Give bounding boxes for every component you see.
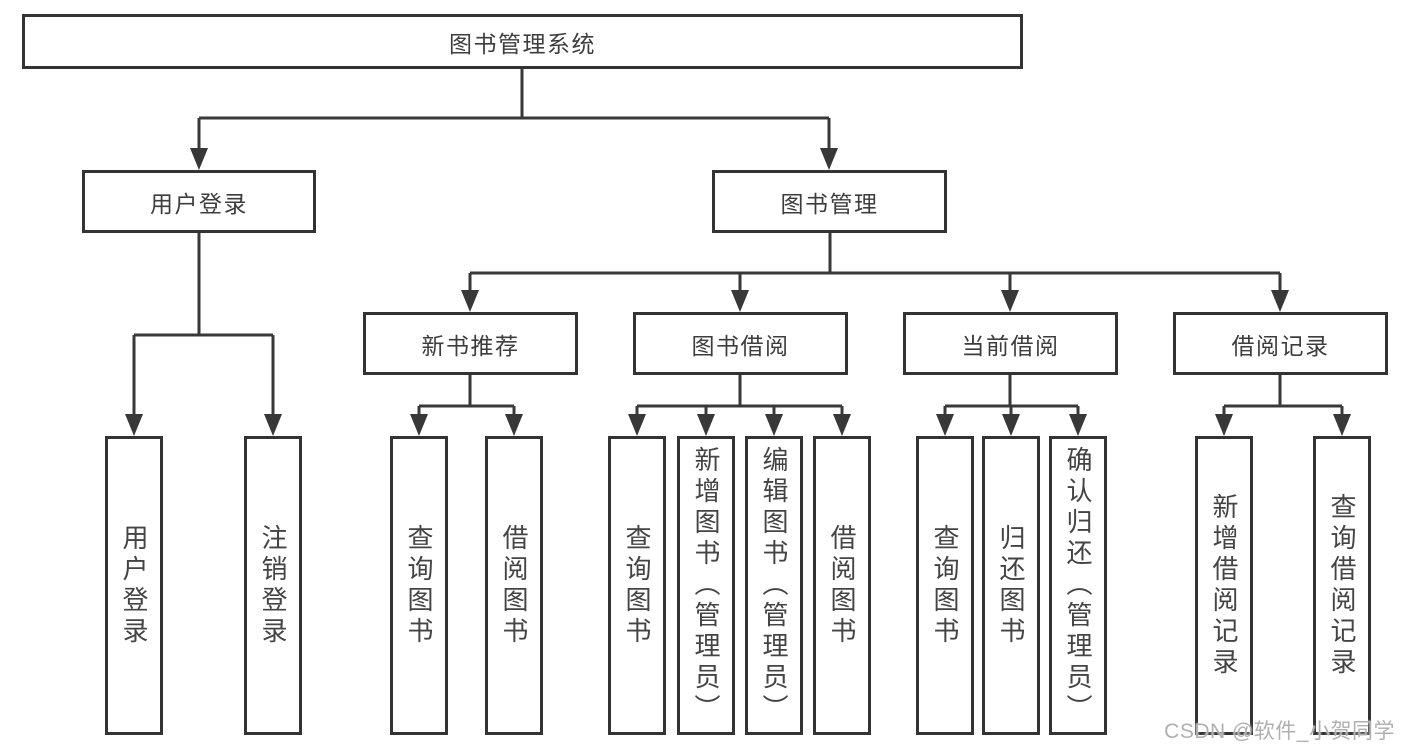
- node-label: 当前借阅: [961, 332, 1060, 359]
- leaf-label: 新增图书（管理员）: [691, 446, 721, 725]
- leaf-label: 查询图书: [622, 523, 652, 648]
- leaf-return-books: 归还图书: [982, 436, 1040, 735]
- leaf-label: 新增借阅记录: [1209, 492, 1239, 679]
- leaf-label: 查询图书: [930, 523, 960, 648]
- node-root-library-system: 图书管理系统: [22, 14, 1023, 69]
- node-new-book-recommendation: 新书推荐: [363, 312, 578, 375]
- node-label: 新书推荐: [421, 332, 520, 359]
- leaf-query-borrow-record: 查询借阅记录: [1313, 436, 1371, 735]
- leaf-user-login: 用户登录: [105, 436, 163, 735]
- node-book-management: 图书管理: [712, 170, 947, 233]
- leaf-confirm-return-admin: 确认归还（管理员）: [1049, 436, 1107, 735]
- leaf-label: 借阅图书: [827, 523, 857, 648]
- leaf-add-books-admin: 新增图书（管理员）: [677, 436, 735, 735]
- connector-edges: [132, 69, 1344, 418]
- node-label: 用户登录: [150, 190, 248, 217]
- leaf-borrow-books: 借阅图书: [813, 436, 871, 735]
- leaf-label: 归还图书: [996, 523, 1026, 648]
- leaf-label: 查询借阅记录: [1327, 492, 1357, 679]
- leaf-label: 用户登录: [119, 523, 149, 648]
- leaf-add-borrow-record: 新增借阅记录: [1195, 436, 1253, 735]
- leaf-borrow-books-recommend: 借阅图书: [485, 436, 543, 735]
- node-borrowing-records: 借阅记录: [1173, 312, 1388, 375]
- leaf-label: 查询图书: [404, 523, 434, 648]
- node-current-borrowing: 当前借阅: [903, 312, 1118, 375]
- node-label: 图书管理: [780, 190, 879, 217]
- csdn-watermark: CSDN @软件_小贺同学: [1164, 720, 1395, 743]
- leaf-query-books-recommend: 查询图书: [390, 436, 448, 735]
- node-book-borrowing: 图书借阅: [633, 312, 848, 375]
- leaf-label: 编辑图书（管理员）: [759, 446, 789, 725]
- node-label: 图书管理系统: [449, 30, 596, 57]
- leaf-label: 确认归还（管理员）: [1063, 446, 1093, 725]
- leaf-logout: 注销登录: [244, 436, 302, 735]
- node-label: 借阅记录: [1231, 332, 1330, 359]
- node-user-login: 用户登录: [82, 170, 316, 233]
- leaf-label: 注销登录: [258, 523, 288, 648]
- leaf-label: 借阅图书: [499, 523, 529, 648]
- leaf-query-books-current: 查询图书: [916, 436, 974, 735]
- leaf-edit-books-admin: 编辑图书（管理员）: [745, 436, 803, 735]
- leaf-query-books-borrow: 查询图书: [608, 436, 666, 735]
- node-label: 图书借阅: [691, 332, 790, 359]
- arrowheads: [125, 148, 1351, 436]
